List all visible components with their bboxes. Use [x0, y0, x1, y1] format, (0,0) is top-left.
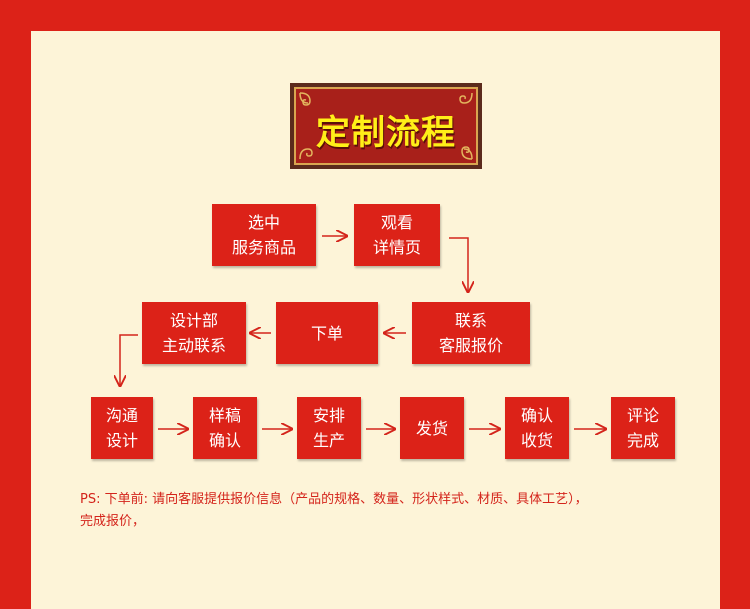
step-confirm-receipt: 确认 收货 [505, 397, 569, 459]
step-line: 设计 [105, 431, 138, 450]
step-line: 沟通 [105, 406, 138, 425]
title-frame: 定制流程 [294, 87, 478, 165]
step-line: 确认 [208, 431, 241, 450]
step-contact-cs: 联系 客服报价 [412, 302, 530, 364]
step-ship: 发货 [400, 397, 464, 459]
step-review: 评论 完成 [611, 397, 675, 459]
note-line: PS: 下单前: 请向客服提供报价信息（产品的规格、数量、形状样式、材质、具体工… [80, 492, 588, 507]
step-line: 服务商品 [231, 238, 296, 257]
step-line: 收货 [520, 431, 553, 450]
step-communicate: 沟通 设计 [91, 397, 153, 459]
step-line: 确认 [520, 406, 553, 425]
step-line: 联系 [454, 311, 487, 330]
step-select-product: 选中 服务商品 [212, 204, 316, 266]
step-line: 选中 [247, 213, 280, 232]
step-line: 完成 [626, 431, 659, 450]
step-confirm-sample: 样稿 确认 [193, 397, 257, 459]
page-title: 定制流程 [316, 113, 456, 153]
title-plate: 定制流程 [290, 83, 482, 169]
step-place-order: 下单 [276, 302, 378, 364]
step-view-detail: 观看 详情页 [354, 204, 440, 266]
step-line: 观看 [380, 213, 413, 232]
step-line: 样稿 [208, 406, 241, 425]
step-line: 设计部 [169, 311, 218, 330]
corner-ornament-icon [452, 91, 474, 113]
step-line: 详情页 [372, 238, 421, 257]
step-line: 评论 [626, 406, 659, 425]
step-line: 下单 [310, 323, 343, 343]
step-line: 发货 [415, 418, 448, 438]
step-line: 客服报价 [438, 336, 503, 355]
step-design-contact: 设计部 主动联系 [142, 302, 246, 364]
step-line: 主动联系 [161, 336, 226, 355]
corner-ornament-icon [452, 139, 474, 161]
step-line: 生产 [312, 431, 345, 450]
corner-ornament-icon [298, 91, 320, 113]
note-line: 完成报价， [80, 514, 146, 529]
step-line: 安排 [312, 406, 345, 425]
corner-ornament-icon [298, 139, 320, 161]
step-produce: 安排 生产 [297, 397, 361, 459]
order-note: PS: 下单前: 请向客服提供报价信息（产品的规格、数量、形状样式、材质、具体工… [80, 489, 700, 533]
